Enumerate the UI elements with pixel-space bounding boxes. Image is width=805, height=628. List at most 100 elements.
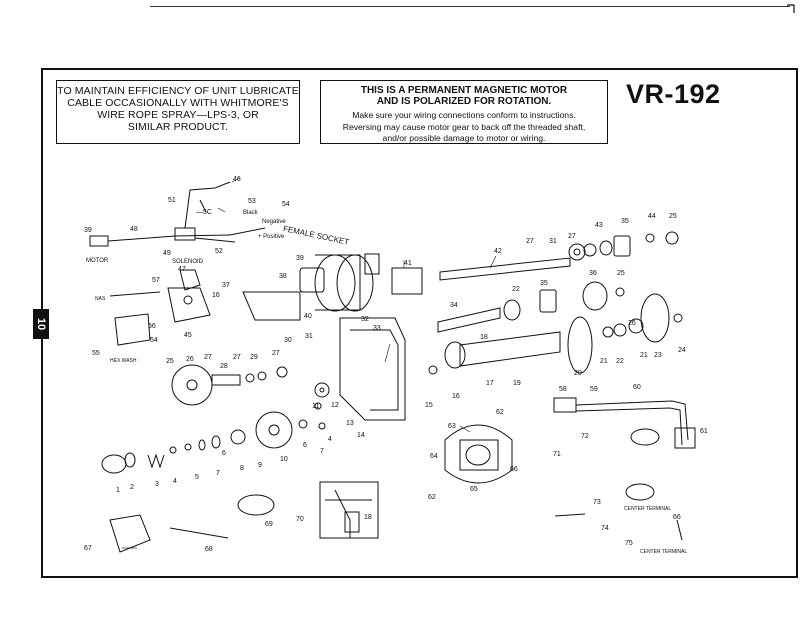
- callout-66-terminal: 66: [673, 514, 681, 521]
- callout-3: 3: [155, 481, 159, 488]
- callout-52: 52: [215, 248, 223, 255]
- callout-5: 5: [195, 474, 199, 481]
- hex-washer-label: HEX WASH: [110, 358, 137, 364]
- threaded-shaft-part: [439, 257, 571, 281]
- left-gear-part: [171, 364, 213, 406]
- callout-35-top: 35: [621, 218, 629, 225]
- callout-17: 17: [486, 380, 494, 387]
- brake-assembly-part: [444, 424, 513, 484]
- callout-27-left-3: 27: [272, 350, 280, 357]
- corner-tick-mark: [787, 4, 795, 13]
- callout-56: 56: [148, 323, 156, 330]
- callout-45: 45: [184, 332, 192, 339]
- callout-73: 73: [593, 499, 601, 506]
- motor-body-line-1: Make sure your wiring connections confor…: [352, 110, 576, 120]
- callout-57: 57: [152, 277, 160, 284]
- callout-13: 13: [346, 420, 354, 427]
- callout-9: 9: [258, 462, 262, 469]
- callout-8: 8: [240, 465, 244, 472]
- callout-61: 61: [700, 428, 708, 435]
- callout-10: 10: [280, 456, 288, 463]
- lubrication-note: TO MAINTAIN EFFICIENCY OF UNIT LUBRICATE…: [56, 80, 300, 144]
- callout-64: 64: [430, 453, 438, 460]
- callout-62-top: 62: [496, 409, 504, 416]
- callout-59: 59: [590, 386, 598, 393]
- callout-18-mid: 18: [480, 334, 488, 341]
- callout-70: 70: [296, 516, 304, 523]
- callout-35-mid: 35: [540, 280, 548, 287]
- callout-33: 33: [373, 325, 381, 332]
- inset-detail-box: [319, 481, 379, 539]
- callout-28: 28: [220, 363, 228, 370]
- callout-14: 14: [357, 432, 365, 439]
- callout-36: 36: [589, 270, 597, 277]
- callout-24: 24: [678, 347, 686, 354]
- callout-20: 20: [574, 370, 582, 377]
- callout-43: 43: [595, 222, 603, 229]
- tube-part: [391, 267, 423, 295]
- callout-53: 53: [248, 198, 256, 205]
- callout-44: 44: [648, 213, 656, 220]
- callout-1: 1: [116, 487, 120, 494]
- motor-heading-line-2: AND IS POLARIZED FOR ROTATION.: [376, 96, 552, 107]
- callout-2: 2: [130, 484, 134, 491]
- callout-67: 67: [84, 545, 92, 552]
- top-rule: [150, 6, 790, 7]
- callout-27-top: 27: [526, 238, 534, 245]
- lubrication-line-1: TO MAINTAIN EFFICIENCY OF UNIT LUBRICATE: [57, 85, 299, 97]
- callout-50: —5C: [196, 209, 212, 216]
- callout-74: 74: [601, 525, 609, 532]
- callout-21-right: 21: [600, 358, 608, 365]
- motor-drum-assembly: [299, 253, 380, 312]
- callout-25-top: 25: [669, 213, 677, 220]
- drum-shaft-part: [459, 331, 561, 367]
- callout-75: 75: [625, 540, 633, 547]
- callout-12: 12: [331, 402, 339, 409]
- callout-71: 71: [553, 451, 561, 458]
- callout-18-inset: 18: [364, 514, 372, 521]
- motor-body-line-3: and/or possible damage to motor or wirin…: [382, 133, 546, 143]
- callout-48: 48: [130, 226, 138, 233]
- callout-69: 69: [265, 521, 273, 528]
- callout-16-bracket: 16: [212, 292, 220, 299]
- callout-54: 54: [282, 201, 290, 208]
- callout-21-right-2: 21: [640, 352, 648, 359]
- callout-55: 55: [92, 350, 100, 357]
- callout-23: 23: [654, 352, 662, 359]
- callout-19: 19: [513, 380, 521, 387]
- callout-62-bottom: 62: [428, 494, 436, 501]
- callout-25-left: 25: [166, 358, 174, 365]
- callout-65: 65: [470, 486, 478, 493]
- callout-22-right: 22: [616, 358, 624, 365]
- callout-41: 41: [404, 260, 412, 267]
- callout-49: 49: [163, 250, 171, 257]
- callout-63: 63: [448, 423, 456, 430]
- callout-31-top: 31: [549, 238, 557, 245]
- page-number-tab: 10: [33, 309, 49, 339]
- callout-4-bottom: 4: [173, 478, 177, 485]
- motor-polarity-note: THIS IS A PERMANENT MAGNETIC MOTOR AND I…: [320, 80, 608, 144]
- callout-38: 38: [279, 273, 287, 280]
- callout-32: 32: [361, 316, 369, 323]
- callout-58: 58: [559, 386, 567, 393]
- callout-68: 68: [205, 546, 213, 553]
- callout-6: 6: [222, 450, 226, 457]
- wire-positive-label: + Positive: [258, 234, 285, 240]
- wire-black-label: Black: [243, 210, 258, 216]
- center-terminal-label-2: CENTER TERMINAL: [640, 549, 688, 555]
- callout-37: 37: [222, 282, 230, 289]
- motor-part: [89, 235, 109, 247]
- motor-wiring-assembly: [89, 181, 266, 247]
- callout-66: 66: [510, 466, 518, 473]
- callout-60: 60: [633, 384, 641, 391]
- callout-7-right: 7: [320, 448, 324, 455]
- callout-27-left-2: 27: [233, 354, 241, 361]
- frame-bracket-part: [339, 317, 406, 421]
- callout-26-right: 26: [628, 320, 636, 327]
- model-number: VR-192: [626, 79, 721, 109]
- callout-47: 47: [178, 266, 186, 273]
- callout-25-mid: 25: [617, 270, 625, 277]
- callout-29: 29: [250, 354, 258, 361]
- callout-11: 11: [312, 403, 320, 410]
